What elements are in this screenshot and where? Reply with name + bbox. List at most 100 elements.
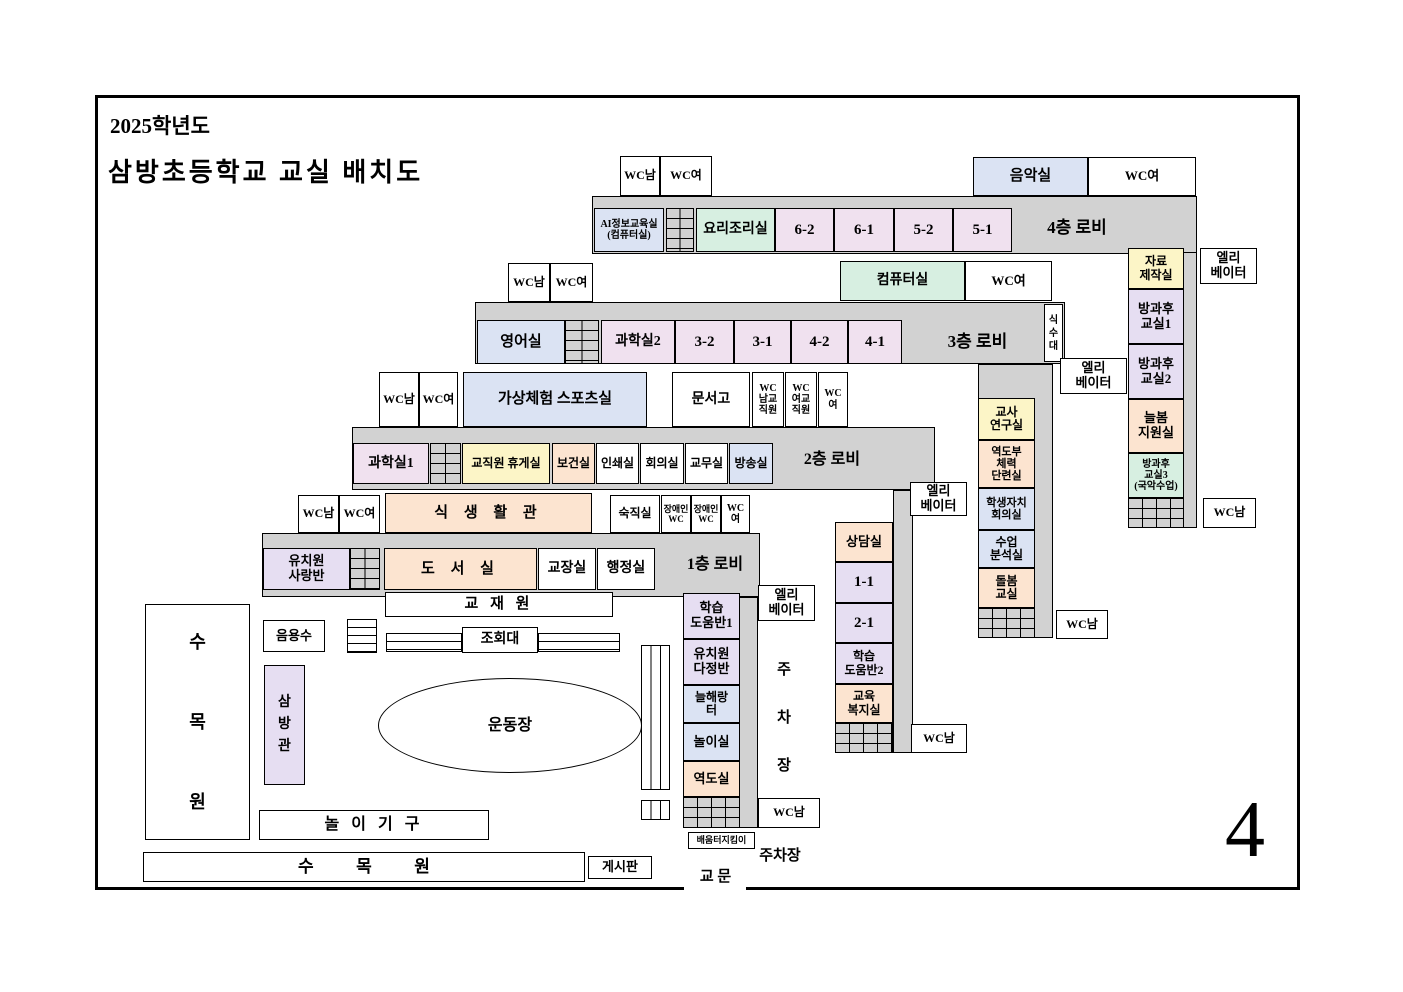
playground-ellipse: 운동장 xyxy=(378,678,642,773)
stairs-3f xyxy=(565,320,599,364)
arboretum-left: 수 목 원 xyxy=(145,604,250,840)
room-night-duty: 숙직실 xyxy=(610,495,660,533)
wc-male-2f-top: WC남 xyxy=(379,372,419,427)
wc-female-staff: WC 여교 직원 xyxy=(785,372,817,427)
school-keeper-box: 배움터지킴이 xyxy=(688,832,755,849)
label-lobby-2f: 2층 로비 xyxy=(803,451,861,469)
room-study-help-1: 학습 도움반1 xyxy=(683,593,740,639)
sambang-hall: 삼 방 관 xyxy=(264,665,305,785)
room-teacher-research: 교사 연구실 xyxy=(978,398,1035,440)
elevator-1f: 엘리 베이터 xyxy=(758,585,815,621)
room-afterschool-1: 방과후 교실1 xyxy=(1128,289,1184,344)
notice-board: 게시판 xyxy=(588,856,652,879)
room-4-2: 4-2 xyxy=(791,320,848,364)
gate-gap xyxy=(684,886,746,894)
podium-left-band xyxy=(386,633,462,652)
room-kindergarten-sarang: 유치원 사랑반 xyxy=(263,548,350,590)
label-gate: 교 문 xyxy=(699,868,732,885)
room-kindergarten-dajeong: 유치원 다정반 xyxy=(683,639,740,685)
room-student-council: 학생자치 회의실 xyxy=(978,488,1035,530)
wc-male-4f-wing: WC남 xyxy=(1203,498,1256,528)
room-lesson-analysis: 수업 분석실 xyxy=(978,530,1035,568)
room-afterschool-3: 방과후 교실3 (국악수업) xyxy=(1128,453,1184,498)
stairs-2f-wing xyxy=(835,723,893,753)
room-6-2: 6-2 xyxy=(775,208,834,252)
label-parking-vertical: 주 차 장 xyxy=(777,662,791,774)
elevator-3f: 엘리 베이터 xyxy=(1060,358,1127,394)
elevator-4f: 엘리 베이터 xyxy=(1200,248,1257,284)
box-teaching-garden: 교 재 원 xyxy=(385,592,613,617)
wc-male-2f-wing: WC남 xyxy=(911,724,967,753)
title-school-year: 2025학년도 xyxy=(110,114,210,138)
room-material-making: 자료 제작실 xyxy=(1128,248,1184,289)
room-study-help-2: 학습 도움반2 xyxy=(835,643,893,684)
wc-male-3f-wing: WC남 xyxy=(1056,610,1108,639)
steps-hatch xyxy=(347,619,377,653)
room-afterschool-2: 방과후 교실2 xyxy=(1128,344,1184,399)
room-staff-lounge: 교직원 휴게실 xyxy=(462,443,550,484)
wc-male-1f-wing: WC남 xyxy=(758,798,820,828)
room-teachers-office: 교무실 xyxy=(685,443,728,484)
label-lobby-4f: 4층 로비 xyxy=(1047,218,1107,238)
room-music: 음악실 xyxy=(973,157,1088,196)
stand-small xyxy=(641,800,670,820)
room-2-1: 2-1 xyxy=(835,603,893,643)
label-lobby-1f: 1층 로비 xyxy=(686,556,744,574)
page-number: 4 xyxy=(1225,785,1265,874)
room-3-1: 3-1 xyxy=(734,320,791,364)
room-ai-info: AI정보교육실 (컴퓨터실) xyxy=(594,208,664,252)
wc-male-4f-top: WC남 xyxy=(620,156,660,196)
wc-male-1f-top: WC남 xyxy=(298,495,339,533)
room-document-storage: 문서고 xyxy=(672,372,750,427)
room-dolbom: 돌봄 교실 xyxy=(978,568,1035,608)
stand-tall xyxy=(641,645,670,790)
stairs-3f-wing xyxy=(978,608,1035,638)
podium: 조회대 xyxy=(462,627,538,653)
room-5-2: 5-2 xyxy=(894,208,953,252)
wc-disabled-2: 장애인 WC xyxy=(691,495,721,533)
wc-male-staff: WC 남교 직원 xyxy=(752,372,784,427)
room-1-1: 1-1 xyxy=(835,562,893,603)
corridor-2f-wing xyxy=(893,490,913,753)
podium-right-band xyxy=(538,633,620,652)
room-edu-welfare: 교육 복지실 xyxy=(835,684,893,723)
stairs-4f-wing xyxy=(1128,498,1184,528)
wc-female-2f: WC 여 xyxy=(818,372,848,427)
wc-female-1f: WC 여 xyxy=(721,495,750,533)
box-drinking-water: 음용수 xyxy=(263,620,325,652)
wc-male-3f-top: WC남 xyxy=(508,263,550,302)
room-science-2: 과학실2 xyxy=(601,320,675,364)
label-lobby-3f: 3층 로비 xyxy=(947,332,1008,352)
room-4-1: 4-1 xyxy=(848,320,902,364)
room-weightlifting-training: 역도부 체력 단련실 xyxy=(978,440,1035,488)
room-meeting: 회의실 xyxy=(640,443,684,484)
room-6-1: 6-1 xyxy=(834,208,894,252)
box-play-equipment: 놀 이 기 구 xyxy=(259,810,489,840)
wc-female-4f-right: WC여 xyxy=(1088,157,1196,196)
arboretum-bottom: 수 목 원 xyxy=(143,852,585,882)
stairs-2f xyxy=(430,443,461,484)
wc-female-3f-top: WC여 xyxy=(550,263,593,302)
room-principal: 교장실 xyxy=(538,548,596,590)
wc-female-2f-top: WC여 xyxy=(419,372,458,427)
room-computer: 컴퓨터실 xyxy=(840,261,965,301)
room-3-2: 3-2 xyxy=(675,320,734,364)
page-title: 삼방초등학교 교실 배치도 xyxy=(108,158,424,187)
stairs-4f xyxy=(666,208,694,252)
label-parking-bottom: 주차장 xyxy=(759,847,801,864)
elevator-2f: 엘리 베이터 xyxy=(910,482,967,516)
room-5-1: 5-1 xyxy=(953,208,1012,252)
room-english: 영어실 xyxy=(477,320,565,364)
room-cooking: 요리조리실 xyxy=(696,208,775,252)
room-broadcast: 방송실 xyxy=(729,443,773,484)
room-dietary-hall: 식 생 활 관 xyxy=(385,493,592,533)
room-play: 놀이실 xyxy=(683,723,740,761)
water-station: 식 수 대 xyxy=(1044,304,1063,362)
room-neulhaerang: 늘해랑 터 xyxy=(683,685,740,723)
wc-female-4f-top: WC여 xyxy=(660,156,712,196)
room-admin: 행정실 xyxy=(597,548,655,590)
wc-female-1f-top: WC여 xyxy=(339,495,380,533)
wc-female-3f-right: WC여 xyxy=(965,261,1052,301)
room-neulbom-support: 늘봄 지원실 xyxy=(1128,399,1184,453)
